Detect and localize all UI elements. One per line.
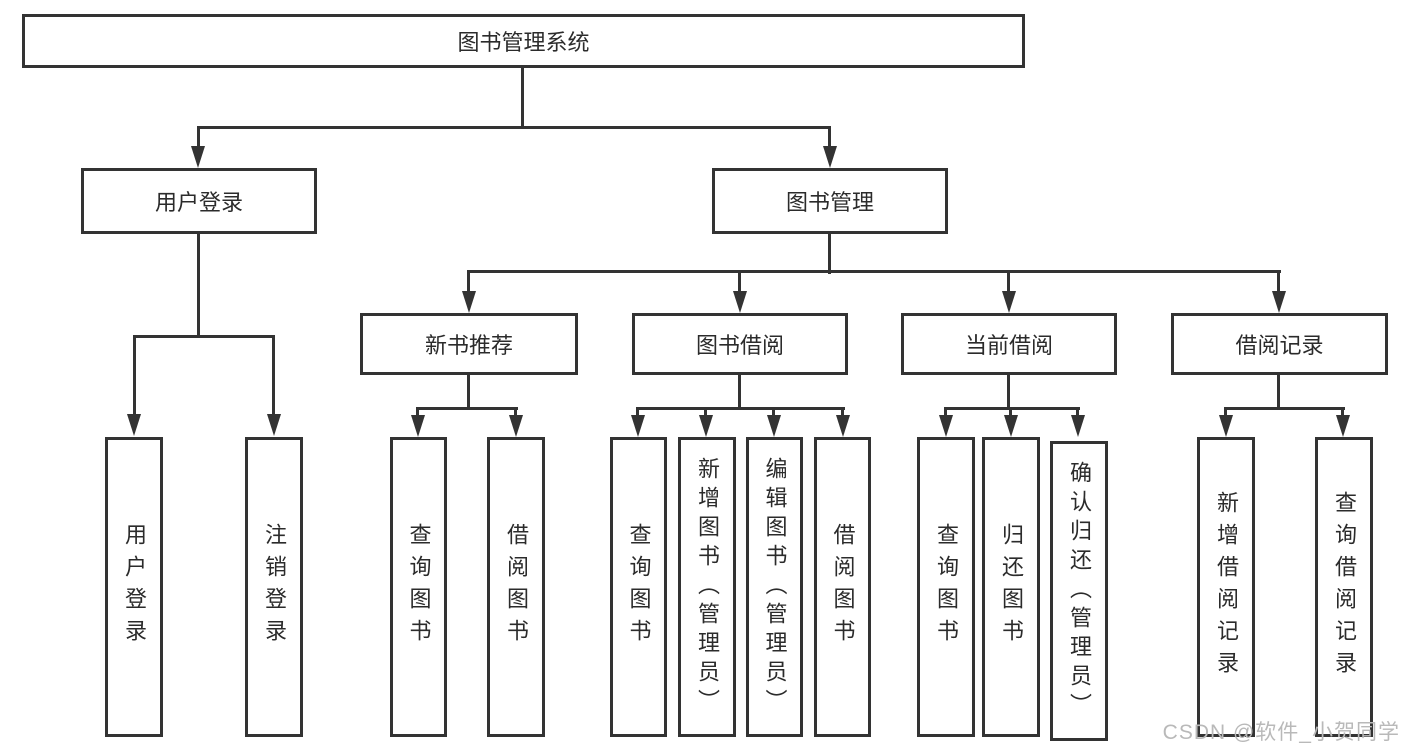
node-label: 编辑图书（管理员） (762, 456, 788, 718)
arrow-down-icon (699, 415, 713, 437)
watermark: CSDN @软件_小贺同学 (1162, 721, 1400, 744)
connector-line (636, 407, 639, 419)
leaf-confirm-return-admin: 确认归还（管理员） (1050, 441, 1108, 741)
node-label: 用户登录 (122, 523, 147, 651)
arrow-down-icon (191, 146, 205, 168)
node-label: 新增借阅记录 (1214, 491, 1239, 683)
node-borrowing-records: 借阅记录 (1171, 313, 1388, 375)
arrow-down-icon (411, 415, 425, 437)
leaf-search-borrowing-record: 查询借阅记录 (1315, 437, 1373, 737)
arrow-down-icon (509, 415, 523, 437)
node-label: 查询图书 (406, 523, 432, 651)
connector-line (1076, 407, 1079, 419)
leaf-search-books-borrowing: 查询图书 (610, 437, 667, 737)
node-label: 借阅图书 (830, 523, 856, 651)
connector-line (133, 335, 275, 338)
connector-line (1007, 270, 1010, 294)
connector-line (738, 375, 741, 410)
arrow-down-icon (631, 415, 645, 437)
arrow-down-icon (1272, 291, 1286, 313)
arrow-down-icon (1071, 415, 1085, 437)
node-label: 借阅记录 (1235, 333, 1324, 358)
connector-line (738, 270, 741, 294)
connector-line (521, 68, 524, 128)
connector-line (197, 126, 830, 129)
node-label: 当前借阅 (964, 333, 1053, 358)
arrow-down-icon (1336, 415, 1350, 437)
connector-line (416, 407, 419, 419)
connector-line (704, 407, 707, 419)
connector-line (828, 126, 831, 150)
node-label: 归还图书 (999, 523, 1024, 651)
node-label: 确认归还（管理员） (1067, 460, 1092, 722)
connector-line (1277, 270, 1280, 294)
node-book-borrowing: 图书借阅 (632, 313, 848, 375)
arrow-down-icon (1219, 415, 1233, 437)
connector-line (197, 126, 200, 150)
connector-line (197, 234, 200, 338)
connector-line (841, 407, 844, 419)
node-label: 查询图书 (934, 523, 959, 651)
connector-line (944, 407, 947, 419)
node-user-login: 用户登录 (81, 168, 317, 234)
node-library-management-system: 图书管理系统 (22, 14, 1025, 68)
node-label: 新书推荐 (424, 333, 513, 358)
connector-line (1224, 407, 1345, 410)
connector-line (1277, 375, 1280, 410)
connector-line (416, 407, 518, 410)
leaf-return-books: 归还图书 (982, 437, 1040, 737)
connector-line (1009, 407, 1012, 419)
node-label: 借阅图书 (504, 523, 529, 651)
arrow-down-icon (836, 415, 850, 437)
connector-line (828, 234, 831, 274)
node-label: 图书借阅 (695, 333, 784, 358)
connector-line (467, 270, 470, 294)
node-label: 查询图书 (626, 523, 652, 651)
connector-line (1007, 375, 1010, 410)
node-label: 查询借阅记录 (1332, 491, 1357, 683)
node-label: 图书管理 (785, 190, 874, 215)
arrow-down-icon (823, 146, 837, 168)
arrow-down-icon (462, 291, 476, 313)
arrow-down-icon (127, 414, 141, 436)
leaf-search-books-recommend: 查询图书 (390, 437, 447, 737)
arrow-down-icon (267, 414, 281, 436)
connector-line (514, 407, 517, 419)
leaf-borrow-books-borrowing: 借阅图书 (814, 437, 871, 737)
leaf-add-book-admin: 新增图书（管理员） (678, 437, 736, 737)
connector-line (636, 407, 845, 410)
connector-line (272, 335, 275, 417)
leaf-search-books-current: 查询图书 (917, 437, 975, 737)
arrow-down-icon (733, 291, 747, 313)
node-current-borrowing: 当前借阅 (901, 313, 1117, 375)
leaf-logout: 注销登录 (245, 437, 303, 737)
node-label: 注销登录 (262, 523, 287, 651)
connector-line (133, 335, 136, 417)
node-label: 图书管理系统 (457, 30, 590, 55)
node-label: 新增图书（管理员） (695, 456, 720, 718)
connector-line (467, 375, 470, 410)
node-label: 用户登录 (154, 190, 243, 215)
leaf-edit-book-admin: 编辑图书（管理员） (746, 437, 803, 737)
connector-line (1224, 407, 1227, 419)
node-new-book-recommendation: 新书推荐 (360, 313, 578, 375)
leaf-borrow-books-recommend: 借阅图书 (487, 437, 545, 737)
connector-line (467, 270, 1281, 273)
leaf-user-login: 用户登录 (105, 437, 163, 737)
arrow-down-icon (1004, 415, 1018, 437)
arrow-down-icon (767, 415, 781, 437)
arrow-down-icon (939, 415, 953, 437)
arrow-down-icon (1002, 291, 1016, 313)
leaf-add-borrowing-record: 新增借阅记录 (1197, 437, 1255, 737)
node-book-management: 图书管理 (712, 168, 948, 234)
connector-line (944, 407, 1080, 410)
connector-line (1341, 407, 1344, 419)
connector-line (772, 407, 775, 419)
